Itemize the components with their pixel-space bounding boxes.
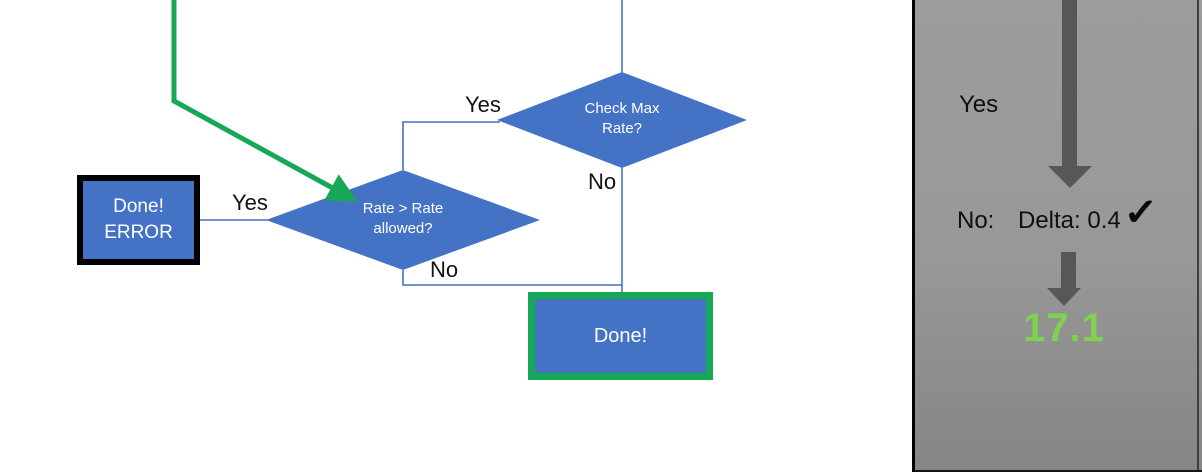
connector-check-max-yes bbox=[402, 121, 500, 170]
panel-right-edge bbox=[1197, 0, 1199, 472]
panel-bottom-edge bbox=[915, 470, 1202, 472]
edge-label-yes-rate-allowed: Yes bbox=[232, 190, 268, 215]
connector-rate-allowed-no bbox=[402, 270, 622, 286]
checkmark-icon: ✓ bbox=[1123, 192, 1159, 234]
flowchart-connectors bbox=[171, 0, 747, 292]
check-max-rate-label: Check Max Rate? bbox=[584, 100, 660, 138]
done-box: Done! bbox=[528, 292, 713, 380]
result-value: 17.1 bbox=[1023, 306, 1105, 350]
panel-no-label: No: bbox=[957, 207, 995, 234]
big-down-arrow-shaft bbox=[1062, 0, 1077, 166]
panel-yes-label: Yes bbox=[959, 91, 999, 118]
small-down-arrow-icon bbox=[1047, 288, 1081, 306]
highlight-path-green-arrow bbox=[171, 0, 358, 202]
rate-allowed-label: Rate > Rate allowed? bbox=[362, 200, 444, 238]
side-panel: Yes No: Delta: 0.4 ✓ 17.1 bbox=[912, 0, 1202, 472]
big-down-arrow-icon bbox=[1048, 166, 1092, 188]
small-down-arrow-shaft bbox=[1061, 252, 1076, 288]
edge-label-yes-check-max: Yes bbox=[465, 92, 501, 117]
panel-delta-value: Delta: 0.4 bbox=[1018, 207, 1121, 234]
decision-diamond-check-max-rate bbox=[497, 72, 747, 168]
edge-label-no-check-max: No bbox=[588, 169, 617, 194]
done-error-box: Done! ERROR bbox=[77, 175, 200, 265]
edge-label-no-rate-allowed: No bbox=[430, 257, 459, 282]
